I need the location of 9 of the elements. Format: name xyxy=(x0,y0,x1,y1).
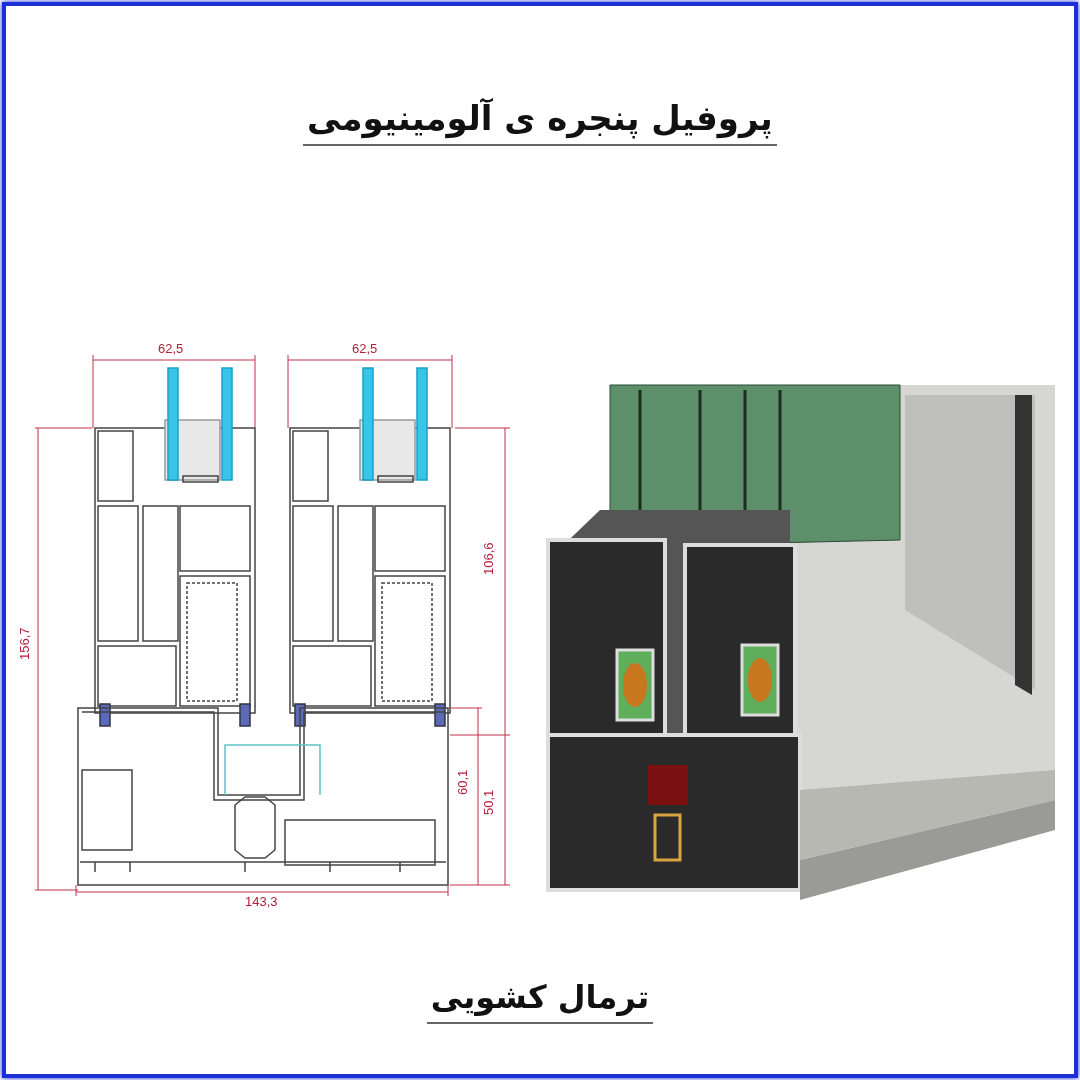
dimension-label: 50,1 xyxy=(482,789,496,815)
dimension-label: 143,3 xyxy=(245,895,278,909)
dimension-label: 60,1 xyxy=(456,769,470,795)
dimension-label: 62,5 xyxy=(158,342,184,356)
title: پروفیل پنجره ی آلومینیومی xyxy=(303,98,777,146)
caption: ترمال کشویی xyxy=(426,978,654,1024)
dimension-label: 106,6 xyxy=(482,542,496,575)
dimension-label: 156,7 xyxy=(18,627,32,660)
dimension-label: 62,5 xyxy=(352,342,378,356)
